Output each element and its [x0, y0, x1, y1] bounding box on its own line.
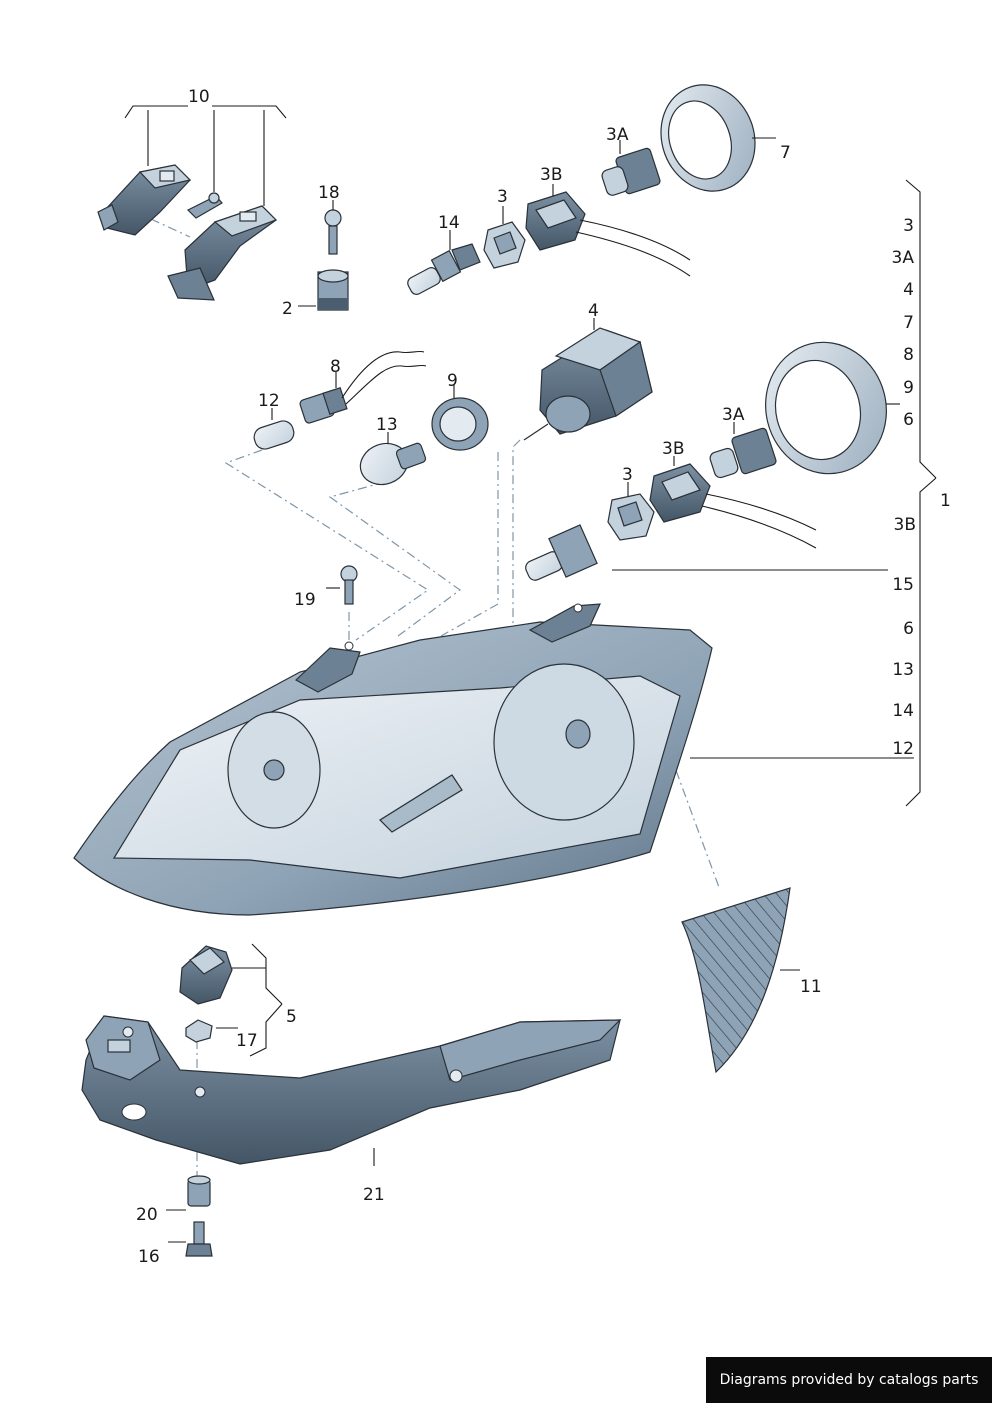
callout-14-top: 14 [438, 213, 460, 233]
part-2-grommet [298, 269, 349, 311]
headlight-housing [73, 603, 914, 916]
assembly-upper-4: 8 [903, 345, 914, 365]
assembly-main-number: 1 [940, 491, 951, 511]
callout-3A-top: 3A [606, 125, 629, 145]
part-20-nut [166, 1175, 211, 1211]
callout-3-top: 3 [497, 187, 508, 207]
part-4-adjuster-motor [523, 318, 653, 441]
assembly-upper-1: 3A [892, 248, 915, 268]
part-15-h7-bulb-lower [525, 524, 888, 581]
assembly-lower-4: 14 [892, 701, 914, 721]
part-3B-connector-top [525, 184, 691, 277]
callout-2: 2 [282, 299, 293, 319]
part-7-cap-top [660, 84, 776, 192]
part-10-adjuster-clips [97, 164, 278, 301]
callout-20: 20 [136, 1205, 158, 1225]
part-11-cover [681, 887, 800, 1074]
assembly-lower-0: 3B [894, 515, 916, 535]
assembly-upper-5: 9 [903, 378, 914, 398]
callout-10: 10 [188, 87, 210, 107]
assembly-upper-3: 7 [903, 313, 914, 333]
part-12-w5w-bulb [253, 408, 295, 450]
callout-7: 7 [780, 143, 791, 163]
assembly-list: 1 3 3A 4 7 8 9 6 3B 15 6 13 14 12 [892, 216, 951, 759]
part-17-nut [185, 1019, 238, 1043]
assembly-lower-1: 15 [892, 575, 914, 595]
part-21-lower-bracket [81, 1015, 622, 1166]
part-5-bracket-lines [232, 943, 283, 1057]
part-18-screw [324, 200, 342, 255]
part-10-bracket-lines [124, 105, 287, 206]
part-14-h7-bulb-top [407, 230, 481, 295]
callout-19: 19 [294, 590, 316, 610]
callout-3A-lower: 3A [722, 405, 745, 425]
callout-3B-top: 3B [540, 165, 562, 185]
callout-3-lower: 3 [622, 465, 633, 485]
part-9-bulb-socket [431, 384, 489, 451]
callout-16: 16 [138, 1247, 160, 1267]
assembly-group-bracket [905, 179, 937, 807]
part-3B-connector-lower [649, 456, 817, 549]
part-3-clip-lower [607, 482, 655, 541]
callout-9: 9 [447, 371, 458, 391]
part-13-p21w-bulb [359, 432, 427, 486]
part-16-bolt [168, 1221, 213, 1257]
callout-17: 17 [236, 1031, 258, 1051]
callout-labels: 10 18 2 14 3 3B 3A 7 12 8 9 13 4 3A 3B 3… [136, 87, 822, 1267]
footer-credit: Diagrams provided by catalogs parts [706, 1357, 992, 1403]
callout-21: 21 [363, 1185, 385, 1205]
callout-13-left: 13 [376, 415, 398, 435]
assembly-lower-3: 13 [892, 660, 914, 680]
part-3A-socket-top [601, 140, 661, 196]
callout-18: 18 [318, 183, 340, 203]
callout-12-left: 12 [258, 391, 280, 411]
part-8-wire-socket [299, 350, 427, 424]
part-3A-socket-lower [709, 422, 777, 479]
callout-3B-lower: 3B [662, 439, 684, 459]
assembly-upper-2: 4 [903, 280, 914, 300]
callout-5: 5 [286, 1007, 297, 1027]
assembly-lower-2: 6 [903, 619, 914, 639]
part-3-clip-top [483, 206, 526, 269]
part-6-cap-lower [765, 341, 900, 475]
footer-credit-text: Diagrams provided by catalogs parts [719, 1372, 979, 1388]
callout-4-motor: 4 [588, 301, 599, 321]
callout-11: 11 [800, 977, 822, 997]
part-19-screw [326, 565, 358, 605]
callout-8: 8 [330, 357, 341, 377]
part-5-mount-clip [179, 945, 233, 1005]
assembly-upper-0: 3 [903, 216, 914, 236]
assembly-lower-5: 12 [892, 739, 914, 759]
assembly-upper-6: 6 [903, 410, 914, 430]
